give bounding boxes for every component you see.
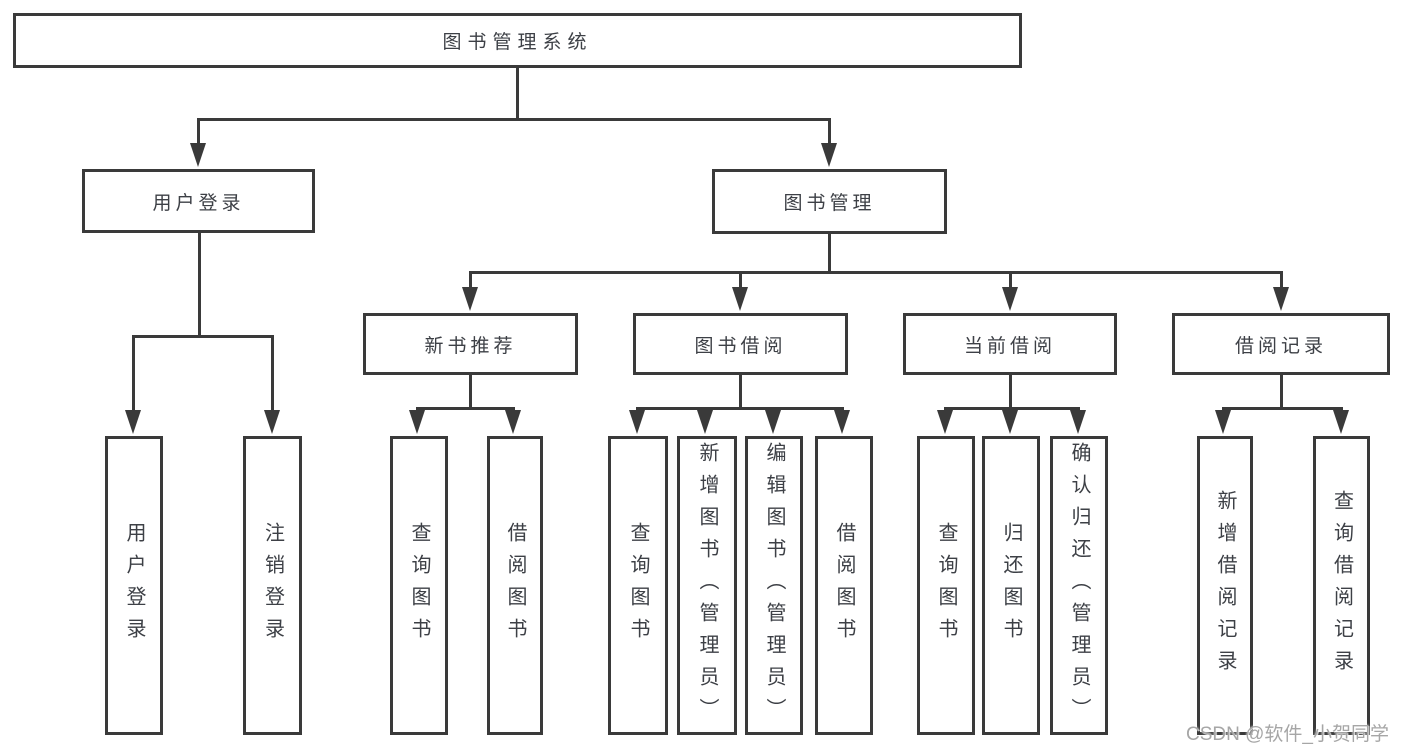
leaf-borrow-query-book: 查询图书: [608, 436, 668, 735]
connector-book-mgmt-stem: [828, 234, 831, 273]
down-arrowhead: [629, 410, 645, 434]
leaf-label: 借阅图书: [504, 521, 526, 650]
leaf-label: 查询图书: [627, 521, 649, 650]
leaf-newbook-query-book: 查询图书: [390, 436, 448, 735]
leaf-label: 注销登录: [261, 521, 284, 650]
node-borrow-record: 借阅记录: [1172, 313, 1390, 375]
down-arrowhead: [1333, 410, 1349, 434]
connector-arrow-shaft: [271, 335, 274, 413]
node-user-login: 用户登录: [82, 169, 315, 233]
connector-arrow-shaft: [197, 118, 200, 146]
connector-book-mgmt-branch: [469, 271, 1283, 274]
down-arrowhead: [409, 410, 425, 434]
node-new-book-recommend: 新书推荐: [363, 313, 578, 375]
down-arrowhead: [937, 410, 953, 434]
node-library-management-system: 图书管理系统: [13, 13, 1022, 68]
down-arrowhead: [732, 287, 748, 311]
down-arrowhead: [1215, 410, 1231, 434]
connector-root-stem: [516, 68, 519, 120]
down-arrowhead: [505, 410, 521, 434]
down-arrowhead: [190, 143, 206, 167]
down-arrowhead: [821, 143, 837, 167]
csdn-watermark: CSDN @软件_小贺同学: [1186, 724, 1389, 745]
leaf-label: 借阅图书: [833, 521, 855, 650]
leaf-newbook-borrow-book: 借阅图书: [487, 436, 543, 735]
connector-arrow-shaft: [469, 271, 472, 291]
down-arrowhead: [264, 410, 280, 434]
connector-arrow-shaft: [739, 271, 742, 291]
connector-user-login-stem: [198, 233, 201, 337]
down-arrowhead: [1002, 410, 1018, 434]
connector-user-login-branch: [132, 335, 274, 338]
down-arrowhead: [1070, 410, 1086, 434]
leaf-label: 确认归还（管理员）: [1068, 441, 1090, 730]
leaf-record-add-borrow-record: 新增借阅记录: [1197, 436, 1253, 735]
connector-current-borrow-stem: [1009, 373, 1012, 410]
down-arrowhead: [834, 410, 850, 434]
leaf-label: 查询图书: [408, 521, 430, 650]
down-arrowhead: [462, 287, 478, 311]
connector-new-book-stem: [469, 373, 472, 410]
connector-borrow-record-branch: [1222, 407, 1343, 410]
down-arrowhead: [125, 410, 141, 434]
connector-arrow-shaft: [828, 118, 831, 146]
connector-current-borrow-branch: [944, 407, 1080, 410]
leaf-current-confirm-return-admin: 确认归还（管理员）: [1050, 436, 1108, 735]
node-current-borrow: 当前借阅: [903, 313, 1117, 375]
connector-arrow-shaft: [132, 335, 135, 413]
connector-root-branch: [197, 118, 831, 121]
connector-book-borrow-branch: [636, 407, 844, 410]
down-arrowhead: [1002, 287, 1018, 311]
leaf-borrow-borrow-book: 借阅图书: [815, 436, 873, 735]
leaf-label: 查询图书: [935, 521, 957, 650]
leaf-label: 归还图书: [1000, 521, 1022, 650]
connector-arrow-shaft: [1280, 271, 1283, 291]
leaf-logout-login: 注销登录: [243, 436, 302, 735]
leaf-current-return-book: 归还图书: [982, 436, 1040, 735]
connector-borrow-record-stem: [1280, 373, 1283, 410]
leaf-borrow-add-book-admin: 新增图书（管理员）: [677, 436, 737, 735]
leaf-current-query-book: 查询图书: [917, 436, 975, 735]
leaf-label: 新增图书（管理员）: [696, 441, 718, 730]
node-book-borrow: 图书借阅: [633, 313, 848, 375]
leaf-label: 新增借阅记录: [1214, 489, 1236, 682]
connector-arrow-shaft: [1009, 271, 1012, 291]
down-arrowhead: [697, 410, 713, 434]
leaf-borrow-edit-book-admin: 编辑图书（管理员）: [745, 436, 803, 735]
connector-new-book-branch: [416, 407, 515, 410]
leaf-record-query-borrow-record: 查询借阅记录: [1313, 436, 1370, 735]
node-book-management: 图书管理: [712, 169, 947, 234]
leaf-label: 查询借阅记录: [1330, 489, 1353, 682]
leaf-label: 用户登录: [123, 521, 145, 650]
leaf-label: 编辑图书（管理员）: [763, 441, 785, 730]
down-arrowhead: [765, 410, 781, 434]
down-arrowhead: [1273, 287, 1289, 311]
leaf-user-login: 用户登录: [105, 436, 163, 735]
connector-book-borrow-stem: [739, 373, 742, 410]
